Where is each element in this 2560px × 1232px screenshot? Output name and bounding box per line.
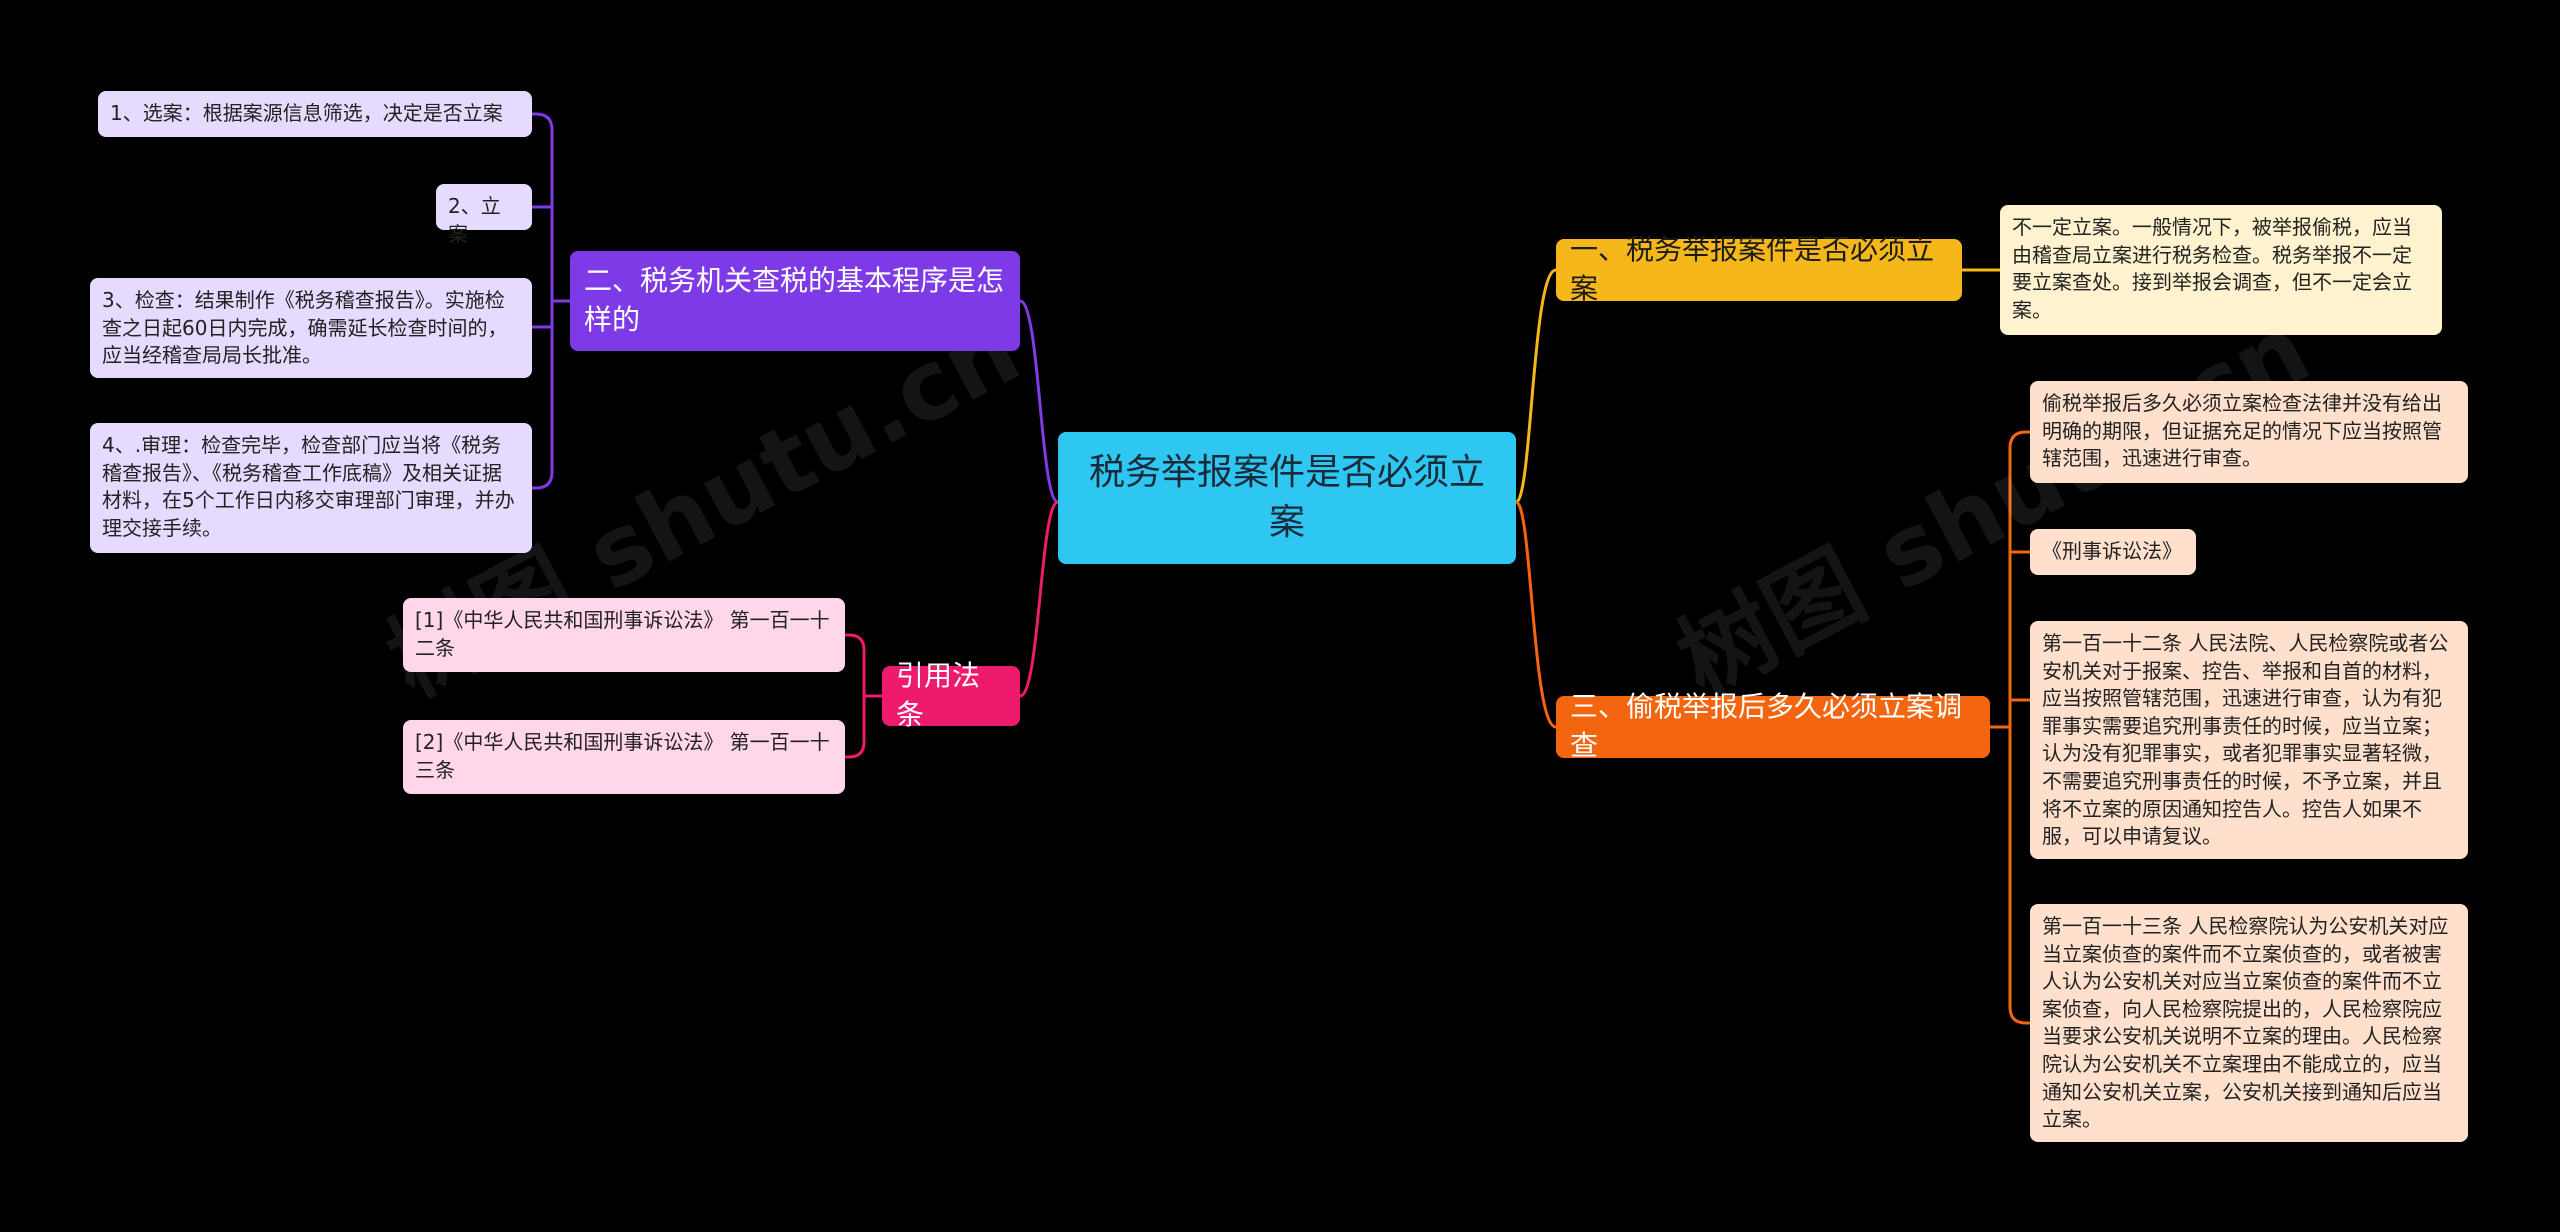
leaf-b3-3[interactable]: 第一百一十二条 人民法院、人民检察院或者公安机关对于报案、控告、举报和自首的材料… bbox=[2030, 621, 2468, 859]
root-topic-label: 税务举报案件是否必须立案 bbox=[1088, 452, 1485, 543]
branch-topic-1[interactable]: 一、税务举报案件是否必须立案 bbox=[1556, 233, 1962, 305]
leaf-b3-3-text: 第一百一十二条 人民法院、人民检察院或者公安机关对于报案、控告、举报和自首的材料… bbox=[2042, 631, 2449, 849]
link-b4-leaf2 bbox=[845, 696, 866, 759]
branch-topic-4-label: 引用法条 bbox=[896, 659, 981, 731]
leaf-b3-4-text: 第一百一十三条 人民检察院认为公安机关对应当立案侦查的案件而不立案侦查的，或者被… bbox=[2042, 914, 2449, 1132]
leaf-b3-4[interactable]: 第一百一十三条 人民检察院认为公安机关对应当立案侦查的案件而不立案侦查的，或者被… bbox=[2030, 904, 2468, 1142]
branch-topic-2-label: 二、税务机关查税的基本程序是怎样的 bbox=[584, 264, 1005, 336]
link-b4-leaf1 bbox=[845, 633, 866, 696]
leaf-b4-1[interactable]: [1]《中华人民共和国刑事诉讼法》 第一百一十二条 bbox=[403, 598, 845, 672]
leaf-b1-1[interactable]: 不一定立案。一般情况下，被举报偷税，应当由稽查局立案进行税务检查。税务举报不一定… bbox=[2000, 205, 2442, 335]
leaf-b4-1-text: [1]《中华人民共和国刑事诉讼法》 第一百一十二条 bbox=[415, 608, 830, 660]
branch-topic-2[interactable]: 二、税务机关查税的基本程序是怎样的 bbox=[570, 251, 1020, 351]
link-root-b3 bbox=[1514, 500, 1557, 729]
leaf-b3-2[interactable]: 《刑事诉讼法》 bbox=[2030, 529, 2196, 575]
leaf-b2-2[interactable]: 2、立案 bbox=[436, 184, 532, 246]
leaf-b2-4-text: 4、.审理：检查完毕，检查部门应当将《税务稽查报告》、《税务稽查工作底稿》及相关… bbox=[102, 433, 515, 540]
link-b2-leaf4 bbox=[532, 301, 554, 490]
branch-topic-3-label: 三、偷税举报后多久必须立案调查 bbox=[1570, 690, 1963, 762]
branch-topic-3[interactable]: 三、偷税举报后多久必须立案调查 bbox=[1556, 690, 1990, 762]
leaf-b3-2-text: 《刑事诉讼法》 bbox=[2042, 539, 2182, 563]
leaf-b2-1-text: 1、选案：根据案源信息筛选，决定是否立案 bbox=[110, 101, 503, 125]
branch-topic-1-label: 一、税务举报案件是否必须立案 bbox=[1570, 233, 1935, 305]
leaf-b2-3[interactable]: 3、检查：结果制作《税务稽查报告》。实施检查之日起60日内完成，确需延长检查时间… bbox=[90, 278, 532, 378]
link-root-b4 bbox=[1019, 500, 1059, 698]
leaf-b4-2[interactable]: [2]《中华人民共和国刑事诉讼法》 第一百一十三条 bbox=[403, 720, 845, 794]
leaf-b2-3-text: 3、检查：结果制作《税务稽查报告》。实施检查之日起60日内完成，确需延长检查时间… bbox=[102, 288, 508, 368]
leaf-b4-2-text: [2]《中华人民共和国刑事诉讼法》 第一百一十三条 bbox=[415, 730, 830, 782]
leaf-b3-1[interactable]: 偷税举报后多久必须立案检查法律并没有给出明确的期限，但证据充足的情况下应当按照管… bbox=[2030, 381, 2468, 483]
leaf-b1-1-text: 不一定立案。一般情况下，被举报偷税，应当由稽查局立案进行税务检查。税务举报不一定… bbox=[2012, 215, 2412, 322]
link-b3-leaf4 bbox=[2008, 727, 2030, 1025]
leaf-b3-1-text: 偷税举报后多久必须立案检查法律并没有给出明确的期限，但证据充足的情况下应当按照管… bbox=[2042, 391, 2442, 471]
leaf-b2-2-text: 2、立案 bbox=[448, 194, 501, 246]
leaf-b2-1[interactable]: 1、选案：根据案源信息筛选，决定是否立案 bbox=[98, 91, 532, 137]
link-root-b1 bbox=[1514, 268, 1557, 504]
root-topic[interactable]: 税务举报案件是否必须立案 bbox=[1058, 432, 1516, 564]
leaf-b2-4[interactable]: 4、.审理：检查完毕，检查部门应当将《税务稽查报告》、《税务稽查工作底稿》及相关… bbox=[90, 423, 532, 553]
branch-topic-4[interactable]: 引用法条 bbox=[882, 659, 1020, 731]
link-b2-leaf1 bbox=[532, 112, 554, 301]
